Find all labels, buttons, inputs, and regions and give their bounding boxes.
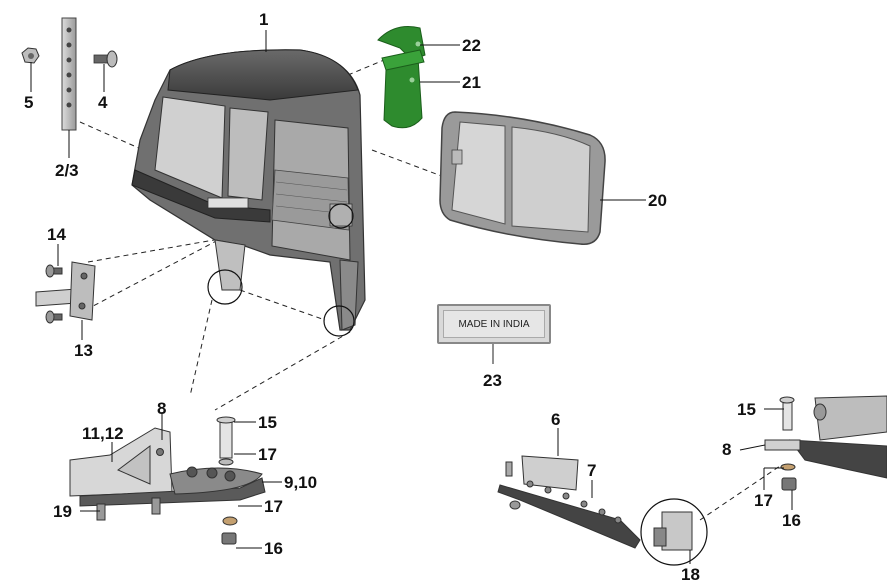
- callout-22: 22: [462, 36, 481, 55]
- callout-23: 23: [483, 371, 502, 390]
- cab-body: [131, 49, 366, 331]
- bottle-holder: [377, 26, 426, 129]
- callout-6: 6: [551, 410, 561, 429]
- callout-16: 16: [264, 539, 283, 558]
- callout-20: 20: [648, 191, 667, 210]
- detail-circle-b: [323, 305, 355, 337]
- callout-9-10: 9,10: [284, 473, 318, 492]
- callout-7: 7: [587, 461, 597, 480]
- callout-14: 14: [47, 225, 66, 244]
- callout-8-right: 8: [722, 440, 732, 459]
- support-rail: [497, 455, 641, 549]
- door-hinge: [35, 261, 96, 324]
- callout-15: 15: [258, 413, 277, 432]
- bracket-assembly: [69, 416, 266, 545]
- callout-leaders: [30, 30, 793, 564]
- callout-18: 18: [681, 565, 700, 584]
- made-in-india-plate: MADE IN INDIA: [437, 304, 551, 344]
- callout-4: 4: [98, 93, 108, 112]
- plate-text: MADE IN INDIA: [443, 310, 545, 338]
- callout-21: 21: [462, 73, 481, 92]
- callout-16-right: 16: [782, 511, 801, 530]
- sliding-window: [439, 111, 606, 245]
- callout-5: 5: [24, 93, 34, 112]
- callout-17-upper: 17: [258, 445, 277, 464]
- callout-1: 1: [259, 10, 269, 29]
- callout-19: 19: [53, 502, 72, 521]
- detail-circle-a: [207, 269, 243, 305]
- callout-2-3: 2/3: [55, 161, 79, 180]
- nut: [21, 47, 40, 64]
- callout-8: 8: [157, 399, 167, 418]
- detail-circle-c: [640, 498, 708, 566]
- callout-15-right: 15: [737, 400, 756, 419]
- perforated-strip: [61, 17, 77, 131]
- callout-17-lower: 17: [264, 497, 283, 516]
- frame-corner: [764, 395, 887, 491]
- callout-11-12: 11,12: [82, 424, 124, 443]
- callout-17-right: 17: [754, 491, 773, 510]
- callout-13: 13: [74, 341, 93, 360]
- bolt: [93, 50, 118, 68]
- rail-bracket: [653, 511, 693, 551]
